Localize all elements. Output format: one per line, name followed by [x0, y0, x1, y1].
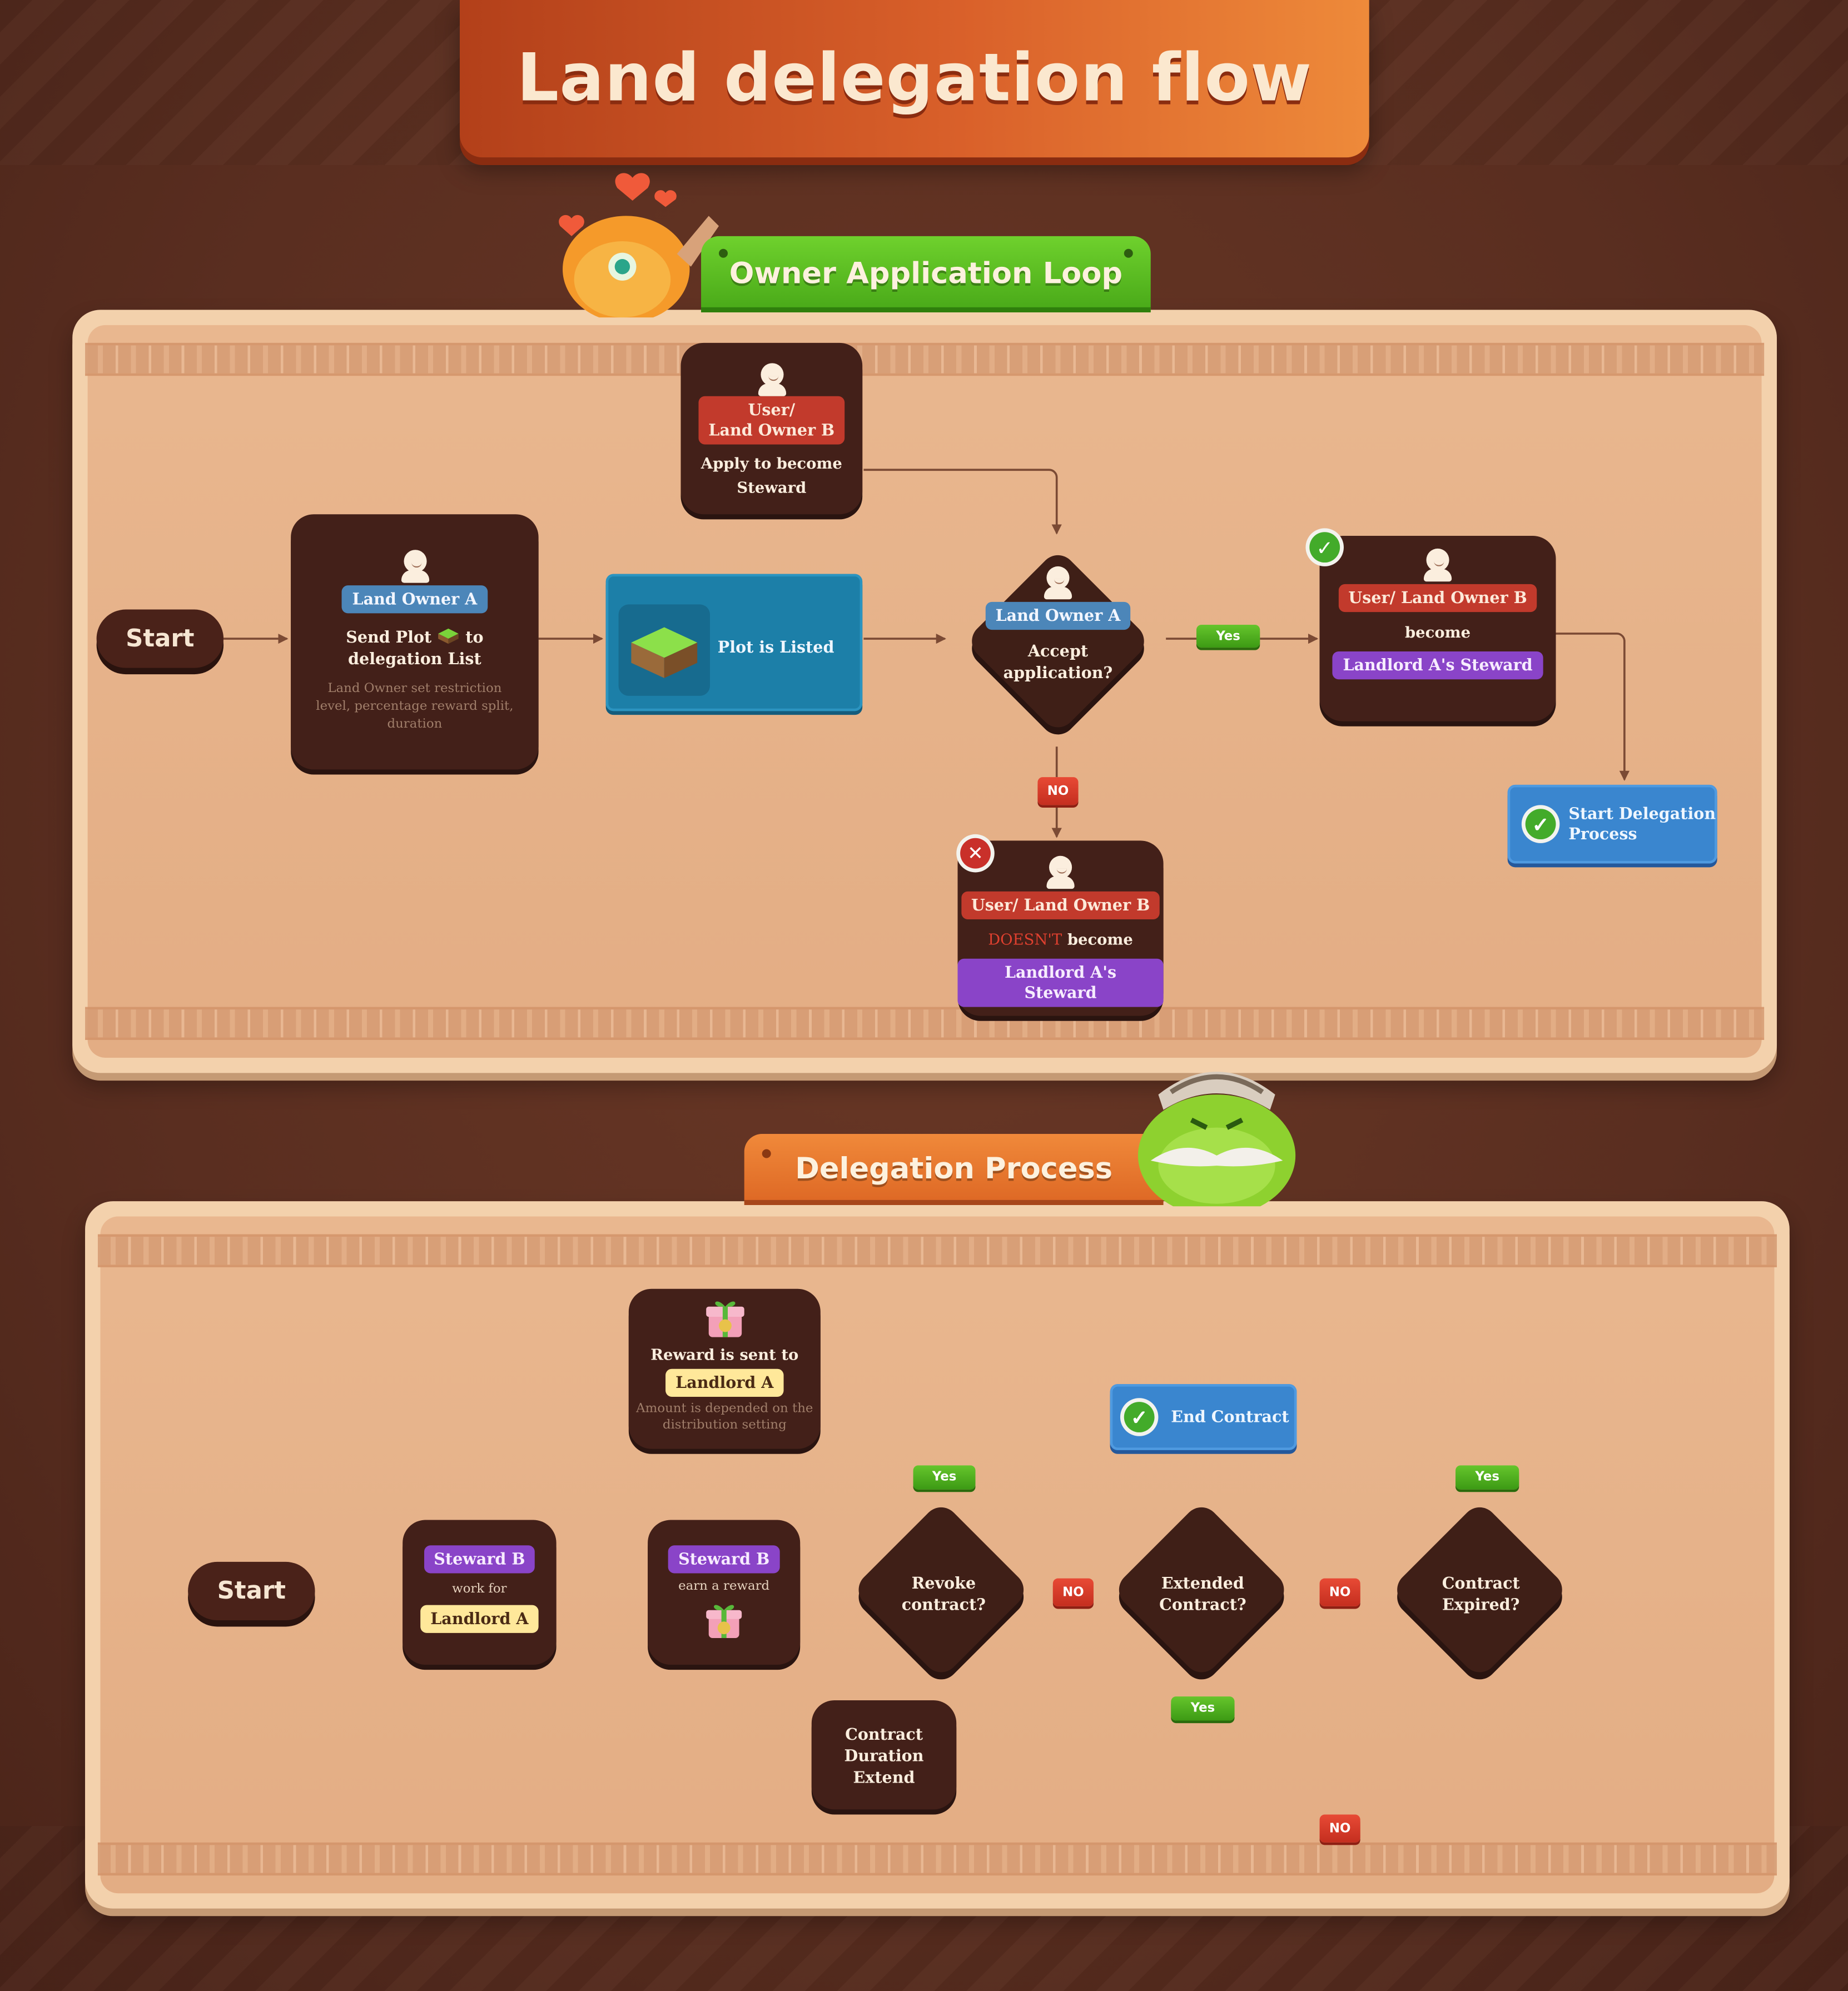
- node-text: earn a reward: [678, 1579, 770, 1594]
- node-text: work for: [452, 1582, 507, 1596]
- role-badge: Land Owner A: [342, 585, 488, 614]
- become-steward-node[interactable]: User/ Land Owner B become Landlord A's S…: [1319, 536, 1556, 721]
- person-icon: [1423, 548, 1452, 582]
- land-plot-icon: [438, 628, 459, 644]
- role-badge: Land Owner A: [985, 601, 1131, 630]
- person-icon: [1046, 855, 1075, 889]
- panel-frieze-bottom: [85, 1007, 1765, 1041]
- no-label: NO: [1319, 1814, 1360, 1843]
- yes-label: Yes: [1171, 1696, 1235, 1721]
- landlord-badge: Landlord A: [665, 1368, 784, 1397]
- steward-badge: Landlord A's Steward: [1333, 651, 1543, 680]
- land-plot-icon: [631, 627, 698, 678]
- no-label: NO: [1037, 777, 1079, 805]
- role-badge: User/ Land Owner B: [698, 396, 845, 445]
- reject-steward-node[interactable]: User/ Land Owner B DOESN'T become Landlo…: [957, 840, 1164, 1016]
- role-badge: User/ Land Owner B: [1338, 584, 1537, 613]
- section-title: Owner Application Loop: [729, 257, 1122, 291]
- yes-label: Yes: [1455, 1465, 1519, 1490]
- frog-mascot-icon: [1137, 1072, 1296, 1207]
- steward-badge: Steward B: [668, 1545, 780, 1574]
- plot-listed-label: Plot is Listed: [717, 637, 834, 657]
- title-banner: Land delegation flow: [459, 0, 1369, 158]
- person-icon: [1044, 566, 1072, 600]
- heart-icon: [654, 190, 677, 207]
- yes-label: Yes: [1196, 624, 1260, 648]
- node-text: Reward is sent to: [650, 1346, 799, 1364]
- role-badge: User/ Land Owner B: [961, 891, 1160, 919]
- steward-badge: Steward B: [424, 1545, 535, 1574]
- node-text: DOESN'T become: [988, 930, 1133, 949]
- landlord-badge: Landlord A: [420, 1605, 539, 1633]
- work-for-node[interactable]: Steward B work for Landlord A: [403, 1520, 557, 1665]
- no-label: NO: [1319, 1578, 1360, 1606]
- steward-badge: Landlord A's Steward: [957, 958, 1164, 1007]
- node-note: Land Owner set restriction level, percen…: [316, 681, 514, 731]
- node-text: Send Plot to delegation List: [346, 627, 484, 668]
- reward-sent-node[interactable]: Reward is sent to Landlord A Amount is d…: [628, 1288, 821, 1449]
- check-icon: ✓: [1120, 1398, 1159, 1436]
- gift-icon: [706, 1301, 744, 1337]
- heart-icon: [615, 173, 650, 201]
- cross-icon: ✕: [956, 834, 995, 873]
- send-plot-node[interactable]: Land Owner A Send Plot to delegation Lis…: [291, 514, 539, 770]
- no-label: NO: [1052, 1578, 1094, 1606]
- end-contract-label: End Contract: [1171, 1407, 1289, 1426]
- section-title: Delegation Process: [795, 1153, 1113, 1186]
- panel-frieze-top: [97, 1234, 1777, 1267]
- plot-listed-card[interactable]: Plot is Listed: [605, 574, 863, 711]
- check-icon: ✓: [1305, 528, 1344, 566]
- check-icon: ✓: [1521, 805, 1560, 843]
- fox-mascot-icon: [559, 173, 719, 318]
- start-node[interactable]: Start: [96, 609, 224, 668]
- earn-reward-node[interactable]: Steward B earn a reward: [648, 1520, 801, 1665]
- panel-frieze-top: [85, 342, 1765, 376]
- section-ribbon-owner-application: Owner Application Loop: [701, 236, 1151, 312]
- person-icon: [757, 363, 786, 396]
- node-text: become: [1405, 623, 1471, 641]
- yes-label: Yes: [913, 1465, 976, 1490]
- person-icon: [400, 550, 429, 583]
- end-contract-card[interactable]: ✓ End Contract: [1110, 1384, 1297, 1450]
- page-title: Land delegation flow: [516, 41, 1313, 117]
- panel-frieze-bottom: [97, 1842, 1777, 1876]
- gift-icon: [706, 1605, 742, 1639]
- section-ribbon-delegation: Delegation Process: [744, 1134, 1164, 1205]
- heart-icon: [559, 215, 584, 236]
- start-node[interactable]: Start: [188, 1561, 315, 1621]
